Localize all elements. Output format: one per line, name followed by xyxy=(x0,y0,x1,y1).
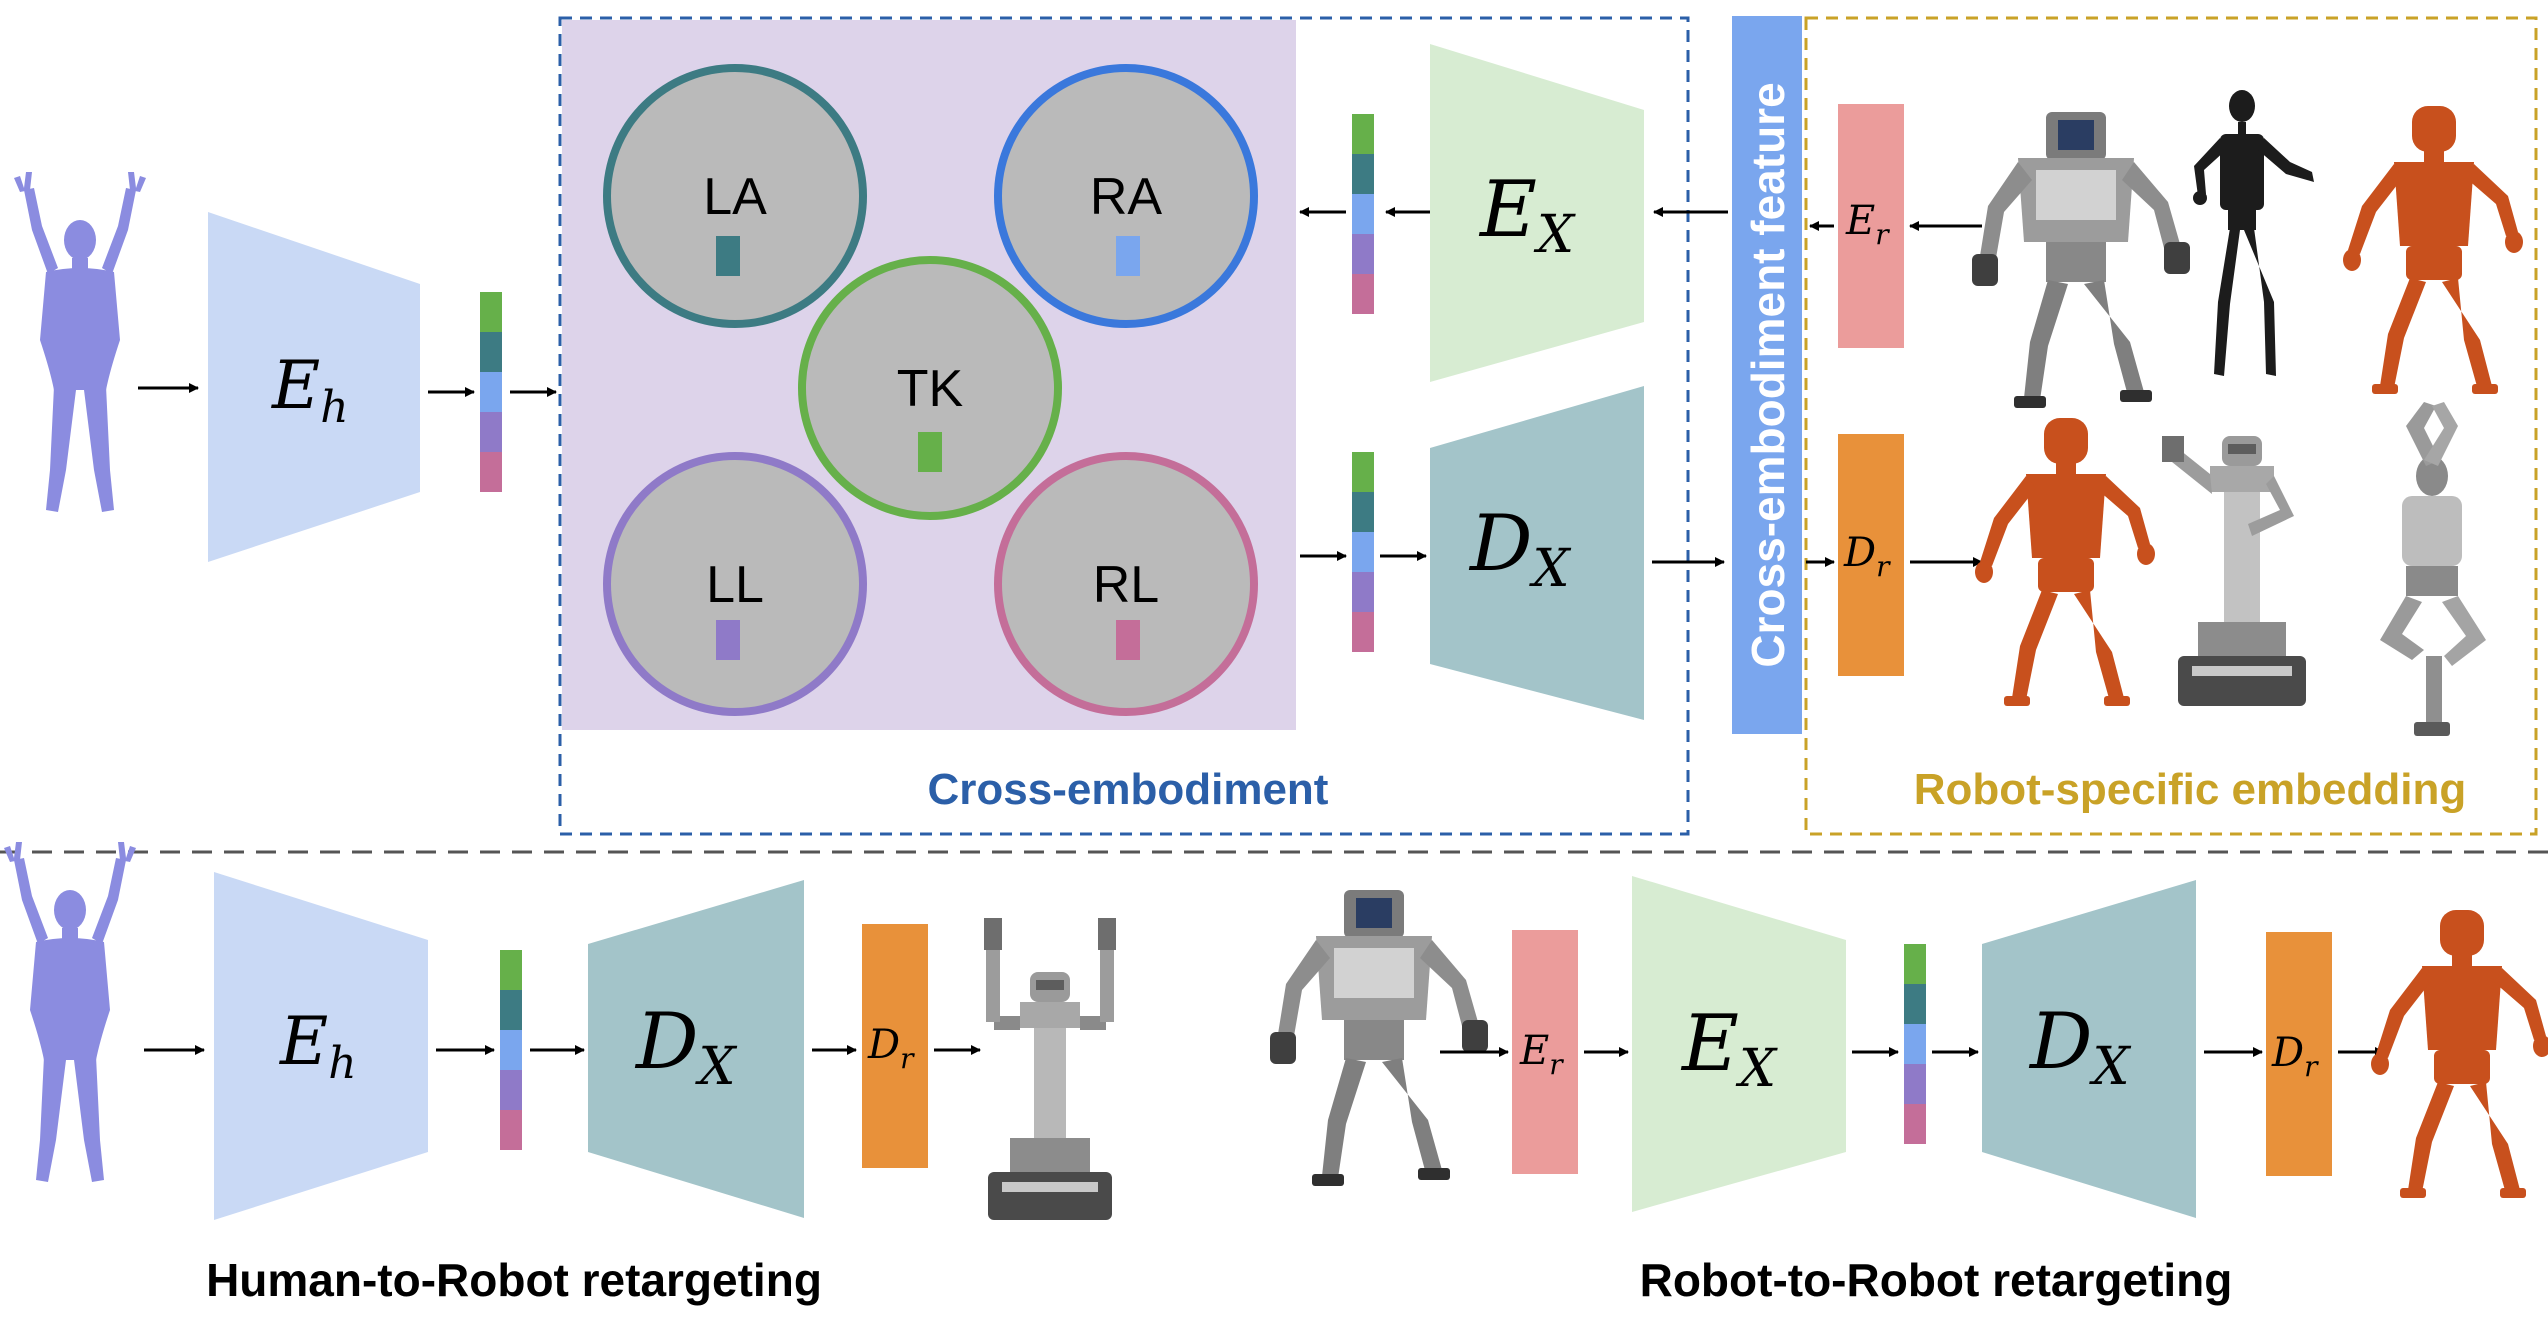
eh-encoder-label: Eh xyxy=(271,347,349,433)
cross-embodiment-region xyxy=(558,16,1690,836)
er-encoder-label-r2r: Er xyxy=(1519,1028,1564,1081)
ex-encoder-label: EX xyxy=(1478,165,1576,265)
ex-encoder-label-r2r: EX xyxy=(1680,999,1778,1099)
human-mesh-figure xyxy=(14,172,146,512)
dr-decoder-block-h2r xyxy=(862,924,928,1168)
dr-decoder-label: Dr xyxy=(1843,530,1891,583)
dx-decoder-block-r2r xyxy=(1982,880,2196,1218)
feature-vector-dx xyxy=(1352,452,1374,652)
er-encoder-label: Er xyxy=(1845,198,1890,251)
eh-encoder-label-bottom: Eh xyxy=(279,1003,357,1089)
dx-decoder-block-h2r xyxy=(588,880,804,1218)
circle-tk-label: TK xyxy=(897,360,964,418)
dx-decoder-block xyxy=(1430,386,1644,720)
dx-decoder-label: DX xyxy=(1468,499,1572,599)
circle-ra: RA xyxy=(994,64,1258,328)
dr-decoder-block-r2r xyxy=(2266,932,2332,1176)
er-encoder-block xyxy=(1838,104,1904,348)
r2r-caption: Robot-to-Robot retargeting xyxy=(1640,1254,2233,1306)
eh-encoder-block-bottom xyxy=(214,872,428,1220)
robot-specific-label: Robot-specific embedding xyxy=(1914,765,2466,814)
dr-decoder-block xyxy=(1838,434,1904,676)
ex-encoder-block xyxy=(1430,44,1644,382)
circle-ra-label: RA xyxy=(1090,168,1163,226)
orange-robot-image-output xyxy=(1975,418,2155,706)
yoga-robot-image xyxy=(2380,402,2486,736)
circle-rl: RL xyxy=(994,452,1258,716)
mobile-robot-crossed-image xyxy=(2162,436,2306,706)
er-encoder-block-r2r xyxy=(1512,930,1578,1174)
eh-encoder-block xyxy=(208,212,420,562)
atlas-robot-image xyxy=(1972,112,2190,408)
h2r-caption: Human-to-Robot retargeting xyxy=(206,1254,822,1306)
circle-ll-label: LL xyxy=(706,556,764,614)
cross-embodiment-feature-label: Cross-embodiment feature xyxy=(1742,82,1794,667)
circle-la-label: LA xyxy=(703,168,767,226)
mobile-robot-arms-up-image xyxy=(984,918,1116,1220)
dx-decoder-label-r2r: DX xyxy=(2028,997,2132,1097)
dr-decoder-label-r2r: Dr xyxy=(2271,1030,2319,1083)
feature-vector-r2r xyxy=(1904,944,1926,1144)
robot-specific-region xyxy=(1804,16,2538,836)
atlas-robot-image-bottom xyxy=(1270,890,1488,1186)
feature-vector-human xyxy=(480,292,502,492)
dx-decoder-label-h2r: DX xyxy=(634,997,738,1097)
feature-vector-h2r xyxy=(500,950,522,1150)
circle-la: LA xyxy=(603,64,867,328)
dr-decoder-label-h2r: Dr xyxy=(867,1022,915,1075)
cross-embodiment-label: Cross-embodiment xyxy=(928,765,1329,814)
circle-ll: LL xyxy=(603,452,867,716)
feature-vector-ex xyxy=(1352,114,1374,314)
ex-encoder-block-r2r xyxy=(1632,876,1846,1212)
orange-robot-image-top xyxy=(2343,106,2523,394)
circle-rl-label: RL xyxy=(1093,556,1159,614)
orange-robot-image-bottom xyxy=(2371,910,2548,1198)
human-mesh-figure-bottom xyxy=(4,842,136,1182)
black-robot-image xyxy=(2193,90,2314,376)
cross-embodiment-feature-bar xyxy=(1732,16,1802,734)
circle-tk: TK xyxy=(798,256,1062,520)
